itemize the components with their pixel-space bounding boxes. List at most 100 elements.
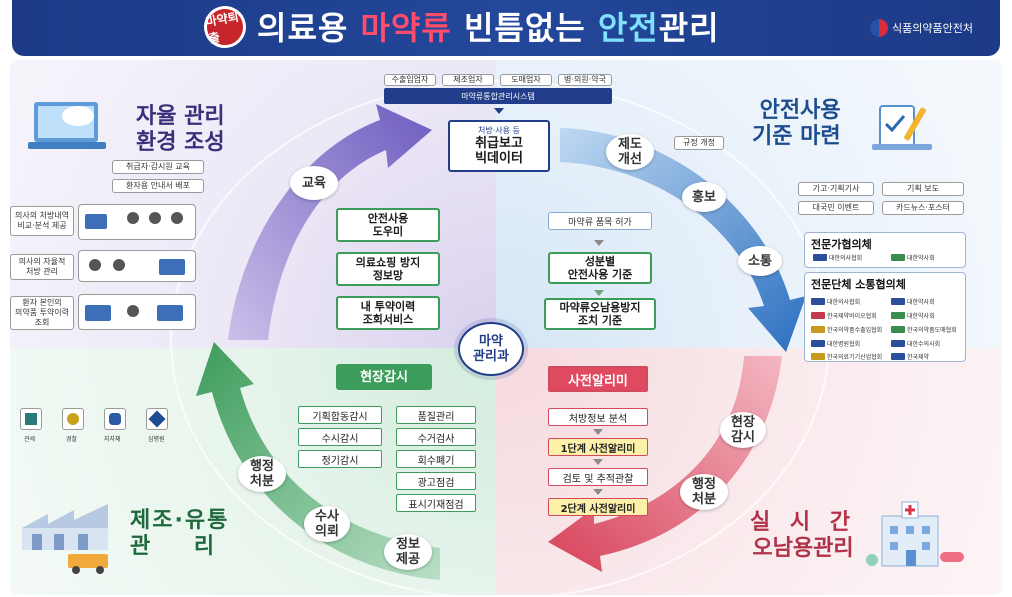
title-part-1: 의료용 — [257, 9, 361, 47]
sample-inspection: 수거검사 — [396, 428, 476, 446]
group-org-label: 한국의료기기산업협회 — [827, 354, 883, 361]
inspection-regular: 정기감시 — [298, 450, 382, 468]
promo-cardnews-posters: 카드뉴스·포스터 — [882, 201, 964, 215]
labeling-check: 표시기재점검 — [396, 494, 476, 512]
title-safe-use-line-2: 기준 마련 — [752, 124, 841, 149]
category-clinics-pharmacies: 병·의원·약국 — [558, 74, 612, 86]
local-government-icon — [104, 408, 126, 430]
taegeuk-icon — [870, 19, 888, 37]
org-logo-icon — [811, 326, 825, 333]
org-kma: 대한의사협회 — [813, 253, 862, 262]
group-org-label: 한국의약품수출입협회 — [827, 327, 883, 334]
title-part-4: 안전 — [597, 9, 659, 47]
stage-2-alert-box: 2단계 사전알리미 — [548, 498, 648, 516]
police-label: 경찰 — [66, 436, 78, 443]
group-org-label: 한국의약품도매협회 — [907, 327, 957, 334]
title-manufacturing-distribution: 제조·유통 관 리 — [130, 508, 232, 560]
flow-illustration-3 — [78, 294, 196, 330]
title-part-2: 마약류 — [360, 9, 452, 47]
professional-group-panel: 전문단체 소통협의체 대한의사협회 대한약사회 한국제약바이오협회 대한약사회 … — [804, 272, 966, 362]
doctor-icon — [113, 259, 125, 271]
doctor-shopping-prevention-box: 의료쇼핑 방지 정보망 — [336, 252, 440, 286]
group-org: 한국의약품도매협회 — [891, 325, 957, 334]
big-data-line-1: 취급보고 — [475, 136, 523, 151]
hira-label: 심평원 — [148, 436, 165, 443]
title-realtime-misuse: 실 시 간 오남용관리 — [750, 510, 856, 562]
header-banner: 마약퇴출 의료용 마약류 빈틈없는 안전관리 식품의약품안전처 — [12, 0, 1000, 56]
product-approval-box: 마약류 품목 허가 — [548, 212, 652, 230]
down-arrow-icon — [594, 290, 604, 296]
down-arrow-icon — [593, 489, 603, 495]
inspection-occasional: 수시감시 — [298, 428, 382, 446]
agency-name: 식품의약품안전처 — [892, 22, 973, 35]
group-org-label: 대한수의사회 — [907, 341, 941, 348]
group-org: 한국의약품수출입협회 — [811, 325, 882, 334]
factory-warehouse-icon — [22, 504, 108, 574]
group-org: 대한약사회 — [891, 311, 935, 320]
label-promotion: 홍보 — [682, 182, 726, 212]
down-arrow-icon — [593, 459, 603, 465]
label-prescription-compare: 의사의 처방내역 비교·분석 제공 — [10, 206, 74, 236]
label-patient-history: 환자 본인의 의약품 투약이력 조회 — [10, 296, 74, 330]
prescription-analysis-box: 처방정보 분석 — [548, 408, 648, 426]
title-self-management: 자율 관리 환경 조성 — [136, 104, 225, 156]
title-part-3: 빈틈없는 — [451, 9, 598, 47]
label-field-monitoring: 현장 감시 — [720, 412, 766, 448]
inspection-joint-planned: 기획합동감시 — [298, 406, 382, 424]
label-investigation-request: 수사 의뢰 — [304, 506, 350, 542]
title-safe-use-standards: 안전사용 기준 마련 — [752, 98, 841, 150]
promo-planned-reports: 기획 보도 — [882, 182, 964, 196]
hospital-building-icon — [866, 501, 964, 567]
title-manufacturing-line-1: 제조·유통 — [130, 508, 230, 533]
big-data-subtitle: 처방·사용 등 — [478, 126, 520, 135]
quality-control: 품질관리 — [396, 406, 476, 424]
expert-council-panel: 전문가협의체 대한의사협회 대한약사회 — [804, 232, 966, 268]
org-logo-icon — [811, 312, 825, 319]
professional-group-title: 전문단체 소통협의체 — [811, 278, 906, 291]
edu-item-patient-guide: 환자용 안내서 배포 — [112, 179, 204, 193]
monitor-icon — [85, 305, 111, 321]
label-self-prescription: 의사의 자율적 처방 관리 — [10, 254, 74, 280]
group-org: 한국제약 — [891, 352, 929, 361]
label-admin-disposition: 행정 처분 — [238, 456, 286, 492]
advertising-check: 광고점검 — [396, 472, 476, 490]
medication-history-service-box: 내 투약이력 조회서비스 — [336, 296, 440, 330]
doctor-icon — [149, 212, 161, 224]
group-org-label: 한국제약 — [907, 354, 930, 361]
expert-council-title: 전문가협의체 — [811, 238, 872, 251]
label-system-improvement: 제도 개선 — [606, 134, 654, 170]
recall-disposal: 회수폐기 — [396, 450, 476, 468]
group-org-label: 한국제약바이오협회 — [827, 313, 877, 320]
org-logo-icon — [891, 312, 905, 319]
group-org-label: 대한약사회 — [907, 313, 935, 320]
doctor-icon — [127, 212, 139, 224]
down-arrow-icon — [593, 429, 603, 435]
title-manufacturing-line-2: 관 리 — [130, 534, 233, 559]
doctor-icon — [89, 259, 101, 271]
big-data-box: 처방·사용 등 취급보고 빅데이터 — [448, 120, 550, 172]
org-logo-icon — [891, 340, 905, 347]
down-arrow-icon — [494, 108, 504, 114]
org-logo-icon — [891, 353, 905, 360]
integrated-system-bar: 마약류통합관리시스템 — [384, 88, 612, 104]
label-info-provision: 정보 제공 — [384, 534, 432, 570]
label-communication: 소통 — [738, 246, 782, 276]
org-logo-icon — [811, 298, 825, 305]
monitor-icon — [159, 259, 185, 275]
title-realtime-line-1: 실 시 간 — [750, 510, 857, 535]
field-inspection-head: 현장감시 — [336, 364, 432, 390]
label-admin-disposition-right: 행정 처분 — [680, 474, 728, 510]
group-org: 대한약사회 — [891, 297, 935, 306]
kpa-logo-icon — [891, 254, 905, 261]
review-tracking-box: 검토 및 추적관찰 — [548, 468, 648, 486]
customs-label: 관세 — [24, 436, 36, 443]
title-safe-use-line-1: 안전사용 — [759, 98, 841, 123]
title-realtime-line-2: 오남용관리 — [752, 536, 854, 561]
org-kpa: 대한약사회 — [891, 253, 935, 262]
group-org-label: 대한약사회 — [907, 299, 935, 306]
stage-1-alert-box: 1단계 사전알리미 — [548, 438, 648, 456]
org-logo-icon — [811, 340, 825, 347]
pre-alert-head: 사전알리미 — [548, 366, 648, 392]
promo-public-events: 대국민 이벤트 — [798, 201, 874, 215]
hira-icon — [146, 408, 168, 430]
